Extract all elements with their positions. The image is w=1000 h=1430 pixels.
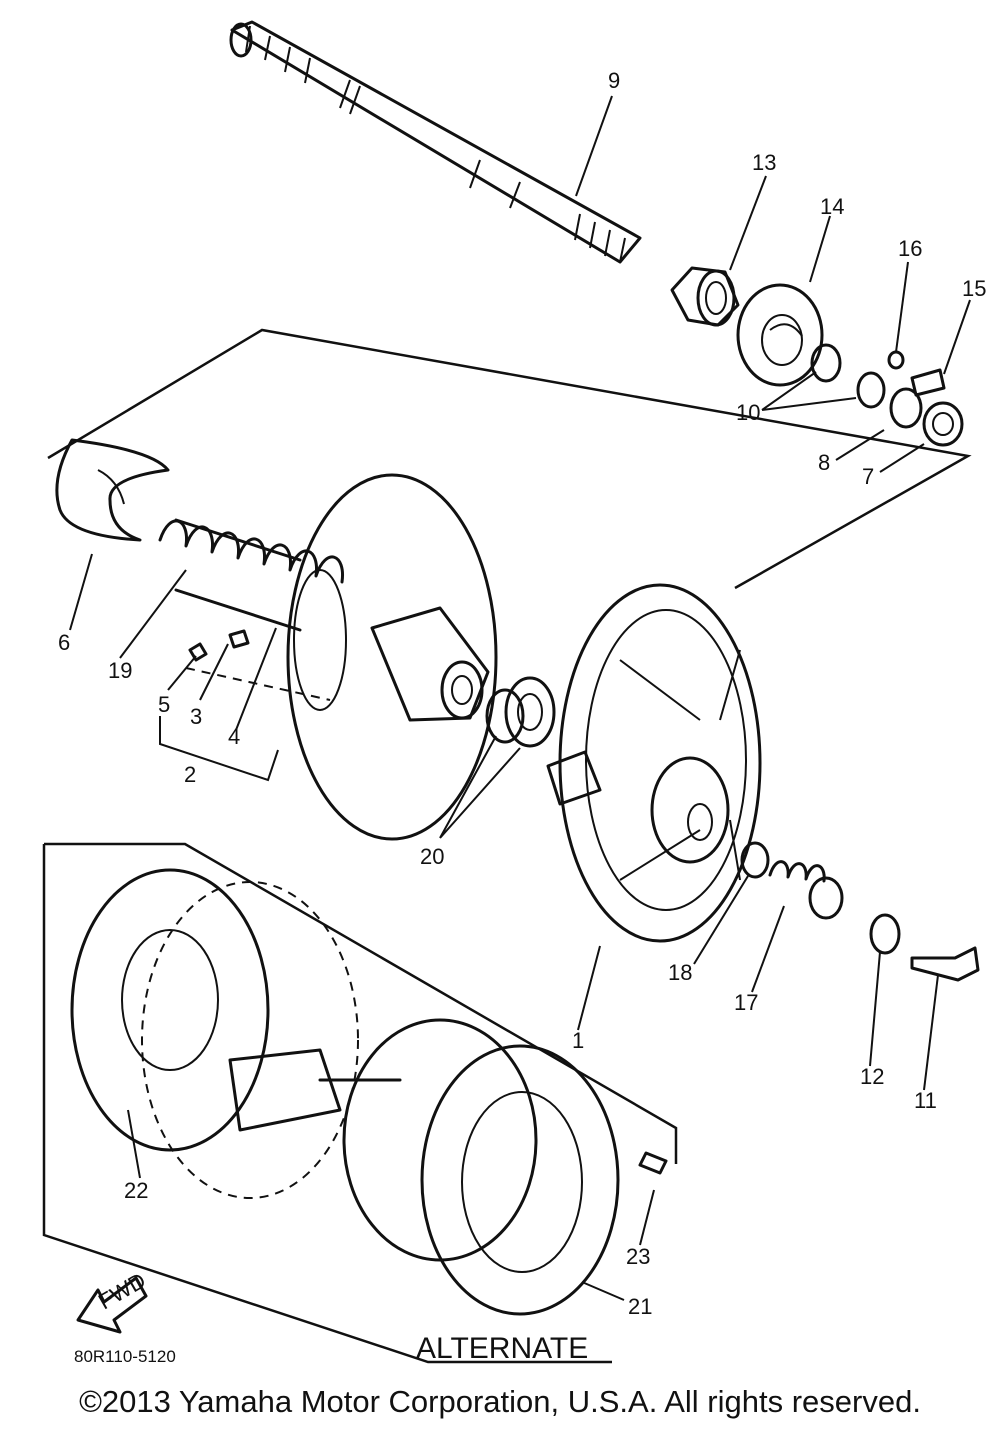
callout-11: 11 xyxy=(914,1088,937,1113)
callout-8: 8 xyxy=(818,450,830,475)
callout-10: 10 xyxy=(736,400,760,425)
callout-14: 14 xyxy=(820,194,844,219)
callout-12: 12 xyxy=(860,1064,884,1089)
callout-4: 4 xyxy=(228,724,240,749)
alternate-brake-discs xyxy=(70,868,668,1316)
spring-seat xyxy=(55,438,170,542)
callout-numbers: 9 13 14 16 15 10 8 7 6 19 5 3 4 2 20 1 1… xyxy=(58,68,986,1319)
assembly-frame-upper xyxy=(47,328,972,590)
callout-7: 7 xyxy=(862,464,874,489)
part-code: 80R110-5120 xyxy=(74,1347,176,1366)
sliding-sheave xyxy=(286,473,498,841)
forward-arrow-icon: FWD xyxy=(76,1268,150,1334)
weight-parts xyxy=(185,629,331,701)
fixed-sheave xyxy=(546,583,762,943)
compression-spring xyxy=(158,518,345,632)
alternate-label: ALTERNATE xyxy=(416,1332,588,1365)
callout-21: 21 xyxy=(628,1294,652,1319)
callout-13: 13 xyxy=(752,150,776,175)
callout-15: 15 xyxy=(962,276,986,301)
assembly-frame-lower xyxy=(42,842,678,1364)
copyright-notice: ©2013 Yamaha Motor Corporation, U.S.A. A… xyxy=(79,1384,921,1419)
callout-1: 1 xyxy=(572,1028,584,1053)
callout-22: 22 xyxy=(124,1178,148,1203)
callout-2: 2 xyxy=(184,762,196,787)
callout-18: 18 xyxy=(668,960,692,985)
callout-6: 6 xyxy=(58,630,70,655)
callout-23: 23 xyxy=(626,1244,650,1269)
primary-shaft xyxy=(229,20,642,264)
callout-17: 17 xyxy=(734,990,758,1015)
callout-19: 19 xyxy=(108,658,132,683)
bearing xyxy=(670,266,740,327)
oil-seals xyxy=(485,676,556,748)
leader-lines xyxy=(69,95,971,1301)
callout-5: 5 xyxy=(158,692,170,717)
fwd-label: FWD xyxy=(94,1268,150,1315)
callout-16: 16 xyxy=(898,236,922,261)
callout-20: 20 xyxy=(420,844,444,869)
callout-3: 3 xyxy=(190,704,202,729)
callout-9: 9 xyxy=(608,68,620,93)
retainer-plate xyxy=(736,283,824,387)
washers-and-bolt xyxy=(810,343,964,447)
exploded-parts-diagram: FWD 9 13 14 16 15 10 8 7 6 xyxy=(42,20,986,1366)
end-hardware xyxy=(740,841,980,982)
